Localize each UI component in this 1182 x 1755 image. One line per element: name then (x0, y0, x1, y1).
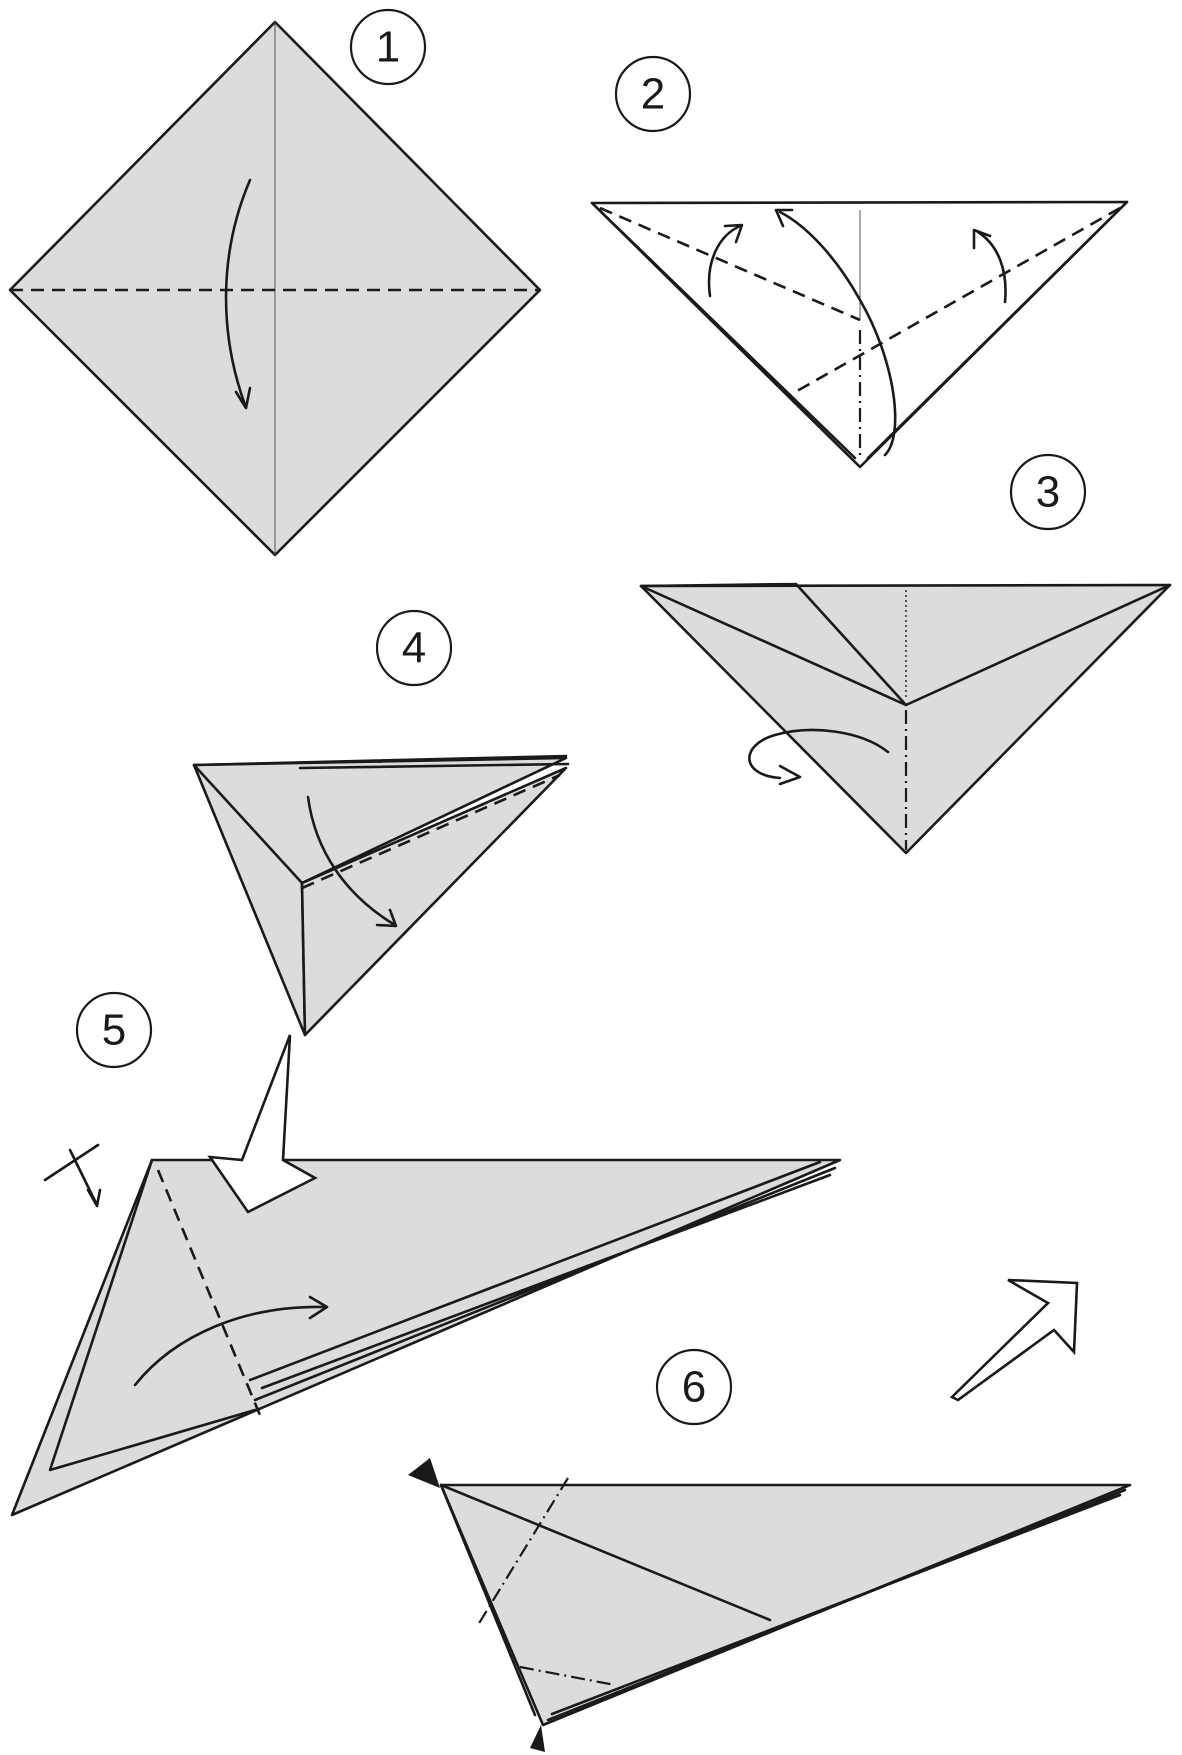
step-6-badge: 6 (655, 1348, 733, 1426)
step-5-number-circle (75, 991, 153, 1069)
step-2-badge: 2 (614, 55, 692, 133)
step-4-top-layers (192, 754, 570, 885)
step-4-badge: 4 (375, 609, 453, 687)
step-2-valley-fold-right (789, 206, 1121, 397)
step-6-figure (408, 1278, 1132, 1752)
step-3-turn-arrow (748, 728, 890, 780)
step-5-fold-arrowhead (308, 1295, 329, 1320)
step-2-center-arrowhead (774, 208, 794, 228)
step-4-fold-arrow (306, 795, 397, 927)
step-1-number-circle (349, 8, 427, 86)
step-1-figure (8, 20, 542, 557)
step-2-number: 2 (641, 70, 665, 119)
step-3-badge: 3 (1009, 453, 1087, 531)
step-5-valley-fold-line (156, 1169, 264, 1421)
step-3-number: 3 (1036, 468, 1060, 517)
step-1-fold-down-arrow (224, 178, 252, 407)
step-6-inner-layers (439, 1483, 1127, 1722)
step-6-pinch-mark-bottom (530, 1725, 545, 1752)
step-3-figure (639, 582, 1172, 855)
step-6-paper (439, 1483, 1132, 1727)
step-5-push-arrow (207, 1034, 318, 1214)
step-2-figure (590, 200, 1129, 469)
step-4-valley-fold-line (301, 773, 561, 890)
step-6-number-circle (655, 1348, 733, 1426)
step-5-repeat-mark (43, 1143, 102, 1208)
step-4-number: 4 (402, 624, 426, 673)
step-4-figure (192, 754, 570, 1037)
step-2-left-arrow (707, 224, 742, 298)
step-5-inner-layers (48, 1158, 837, 1472)
step-1-fold-down-arrowhead (234, 386, 252, 410)
step-1-badge: 1 (349, 8, 427, 86)
step-5-figure (10, 1034, 842, 1517)
step-2-right-arrow (976, 230, 1007, 304)
step-5-badge: 5 (75, 991, 153, 1069)
step-1-number: 1 (376, 23, 400, 72)
step-2-left-arrowhead (723, 223, 744, 244)
step-2-layer-edges (590, 200, 1129, 460)
step-5-fold-arrow (133, 1305, 327, 1387)
step-2-number-circle (614, 55, 692, 133)
step-6-direction-arrow (949, 1278, 1079, 1402)
step-4-lower-flap (300, 766, 568, 1037)
step-3-folded-flaps (639, 582, 1172, 707)
step-2-right-arrowhead (972, 228, 992, 250)
step-3-turn-arrowhead (778, 764, 802, 786)
step-2-valley-fold-left (599, 206, 861, 322)
step-2-center-arrow (778, 210, 897, 457)
step-5-number: 5 (102, 1006, 126, 1055)
step-4-number-circle (375, 609, 453, 687)
step-6-number: 6 (682, 1363, 706, 1412)
step-6-mountain-fold-upper (477, 1477, 569, 1626)
step-6-mountain-fold-lower (519, 1665, 616, 1687)
step-3-number-circle (1009, 453, 1087, 531)
step-6-pinch-mark-top (408, 1458, 440, 1488)
step-4-fold-arrowhead (375, 908, 398, 928)
